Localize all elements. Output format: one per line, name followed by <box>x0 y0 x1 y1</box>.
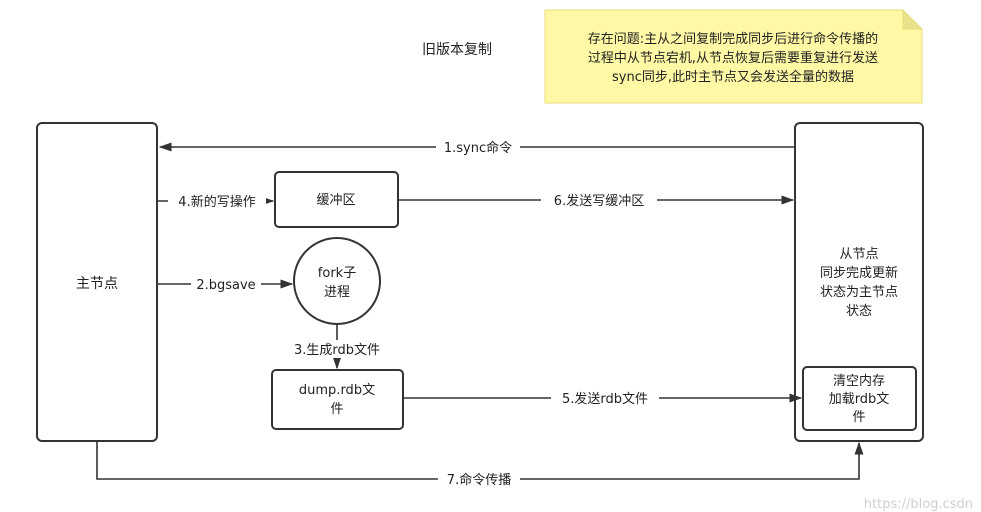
edge-4-label: 4.新的写操作 <box>178 194 255 210</box>
clear-memory-line-2: 加载rdb文 <box>829 392 890 407</box>
slave-node <box>794 122 924 442</box>
slave-node-line-3: 状态为主节点 <box>820 285 898 300</box>
note-line-3: sync同步,此时主节点又会发送全量的数据 <box>612 69 854 85</box>
diagram-title: 旧版本复制 <box>422 41 492 58</box>
master-node-label: 主节点 <box>76 276 118 292</box>
slave-node-line-1: 从节点 <box>839 247 878 262</box>
fork-process-line-2: 进程 <box>324 285 350 300</box>
slave-node-line-4: 状态 <box>846 304 872 319</box>
edge-2-label-bg <box>191 275 261 293</box>
problem-note: 存在问题:主从之间复制完成同步后进行命令传播的 过程中从节点宕机,从节点恢复后需… <box>544 9 923 104</box>
edge-7-label-bg <box>438 470 520 488</box>
edge-4-label-bg <box>168 192 266 210</box>
slave-node-line-2: 同步完成更新 <box>820 265 898 281</box>
clear-memory-line-1: 清空内存 <box>833 373 885 389</box>
watermark: https://blog.csdn <box>864 497 973 512</box>
edge-1-label-bg <box>436 138 520 156</box>
edge-7-label: 7.命令传播 <box>447 472 511 488</box>
dump-rdb-line-1: dump.rdb文 <box>299 383 375 398</box>
fork-process-line-1: fork子 <box>318 266 356 281</box>
edge-1-label: 1.sync命令 <box>444 140 512 156</box>
buffer-box-label: 缓冲区 <box>316 193 355 208</box>
edge-5-label-bg <box>551 389 659 407</box>
edge-5-label: 5.发送rdb文件 <box>562 391 648 407</box>
edge-6-label-bg <box>541 191 657 209</box>
note-line-1: 存在问题:主从之间复制完成同步后进行命令传播的 <box>588 31 878 47</box>
edge-3-label: 3.生成rdb文件 <box>294 343 380 358</box>
clear-memory-line-3: 件 <box>852 410 865 425</box>
dump-rdb-line-2: 件 <box>330 402 343 417</box>
edge-3-label-bg <box>285 340 389 358</box>
clear-memory-box <box>802 366 917 431</box>
dump-rdb-box <box>271 369 404 430</box>
edge-2-label: 2.bgsave <box>196 278 255 293</box>
note-line-2: 过程中从节点宕机,从节点恢复后需要重复进行发送 <box>588 50 878 66</box>
fork-process-circle <box>293 237 381 325</box>
edge-6-label: 6.发送写缓冲区 <box>554 193 644 209</box>
